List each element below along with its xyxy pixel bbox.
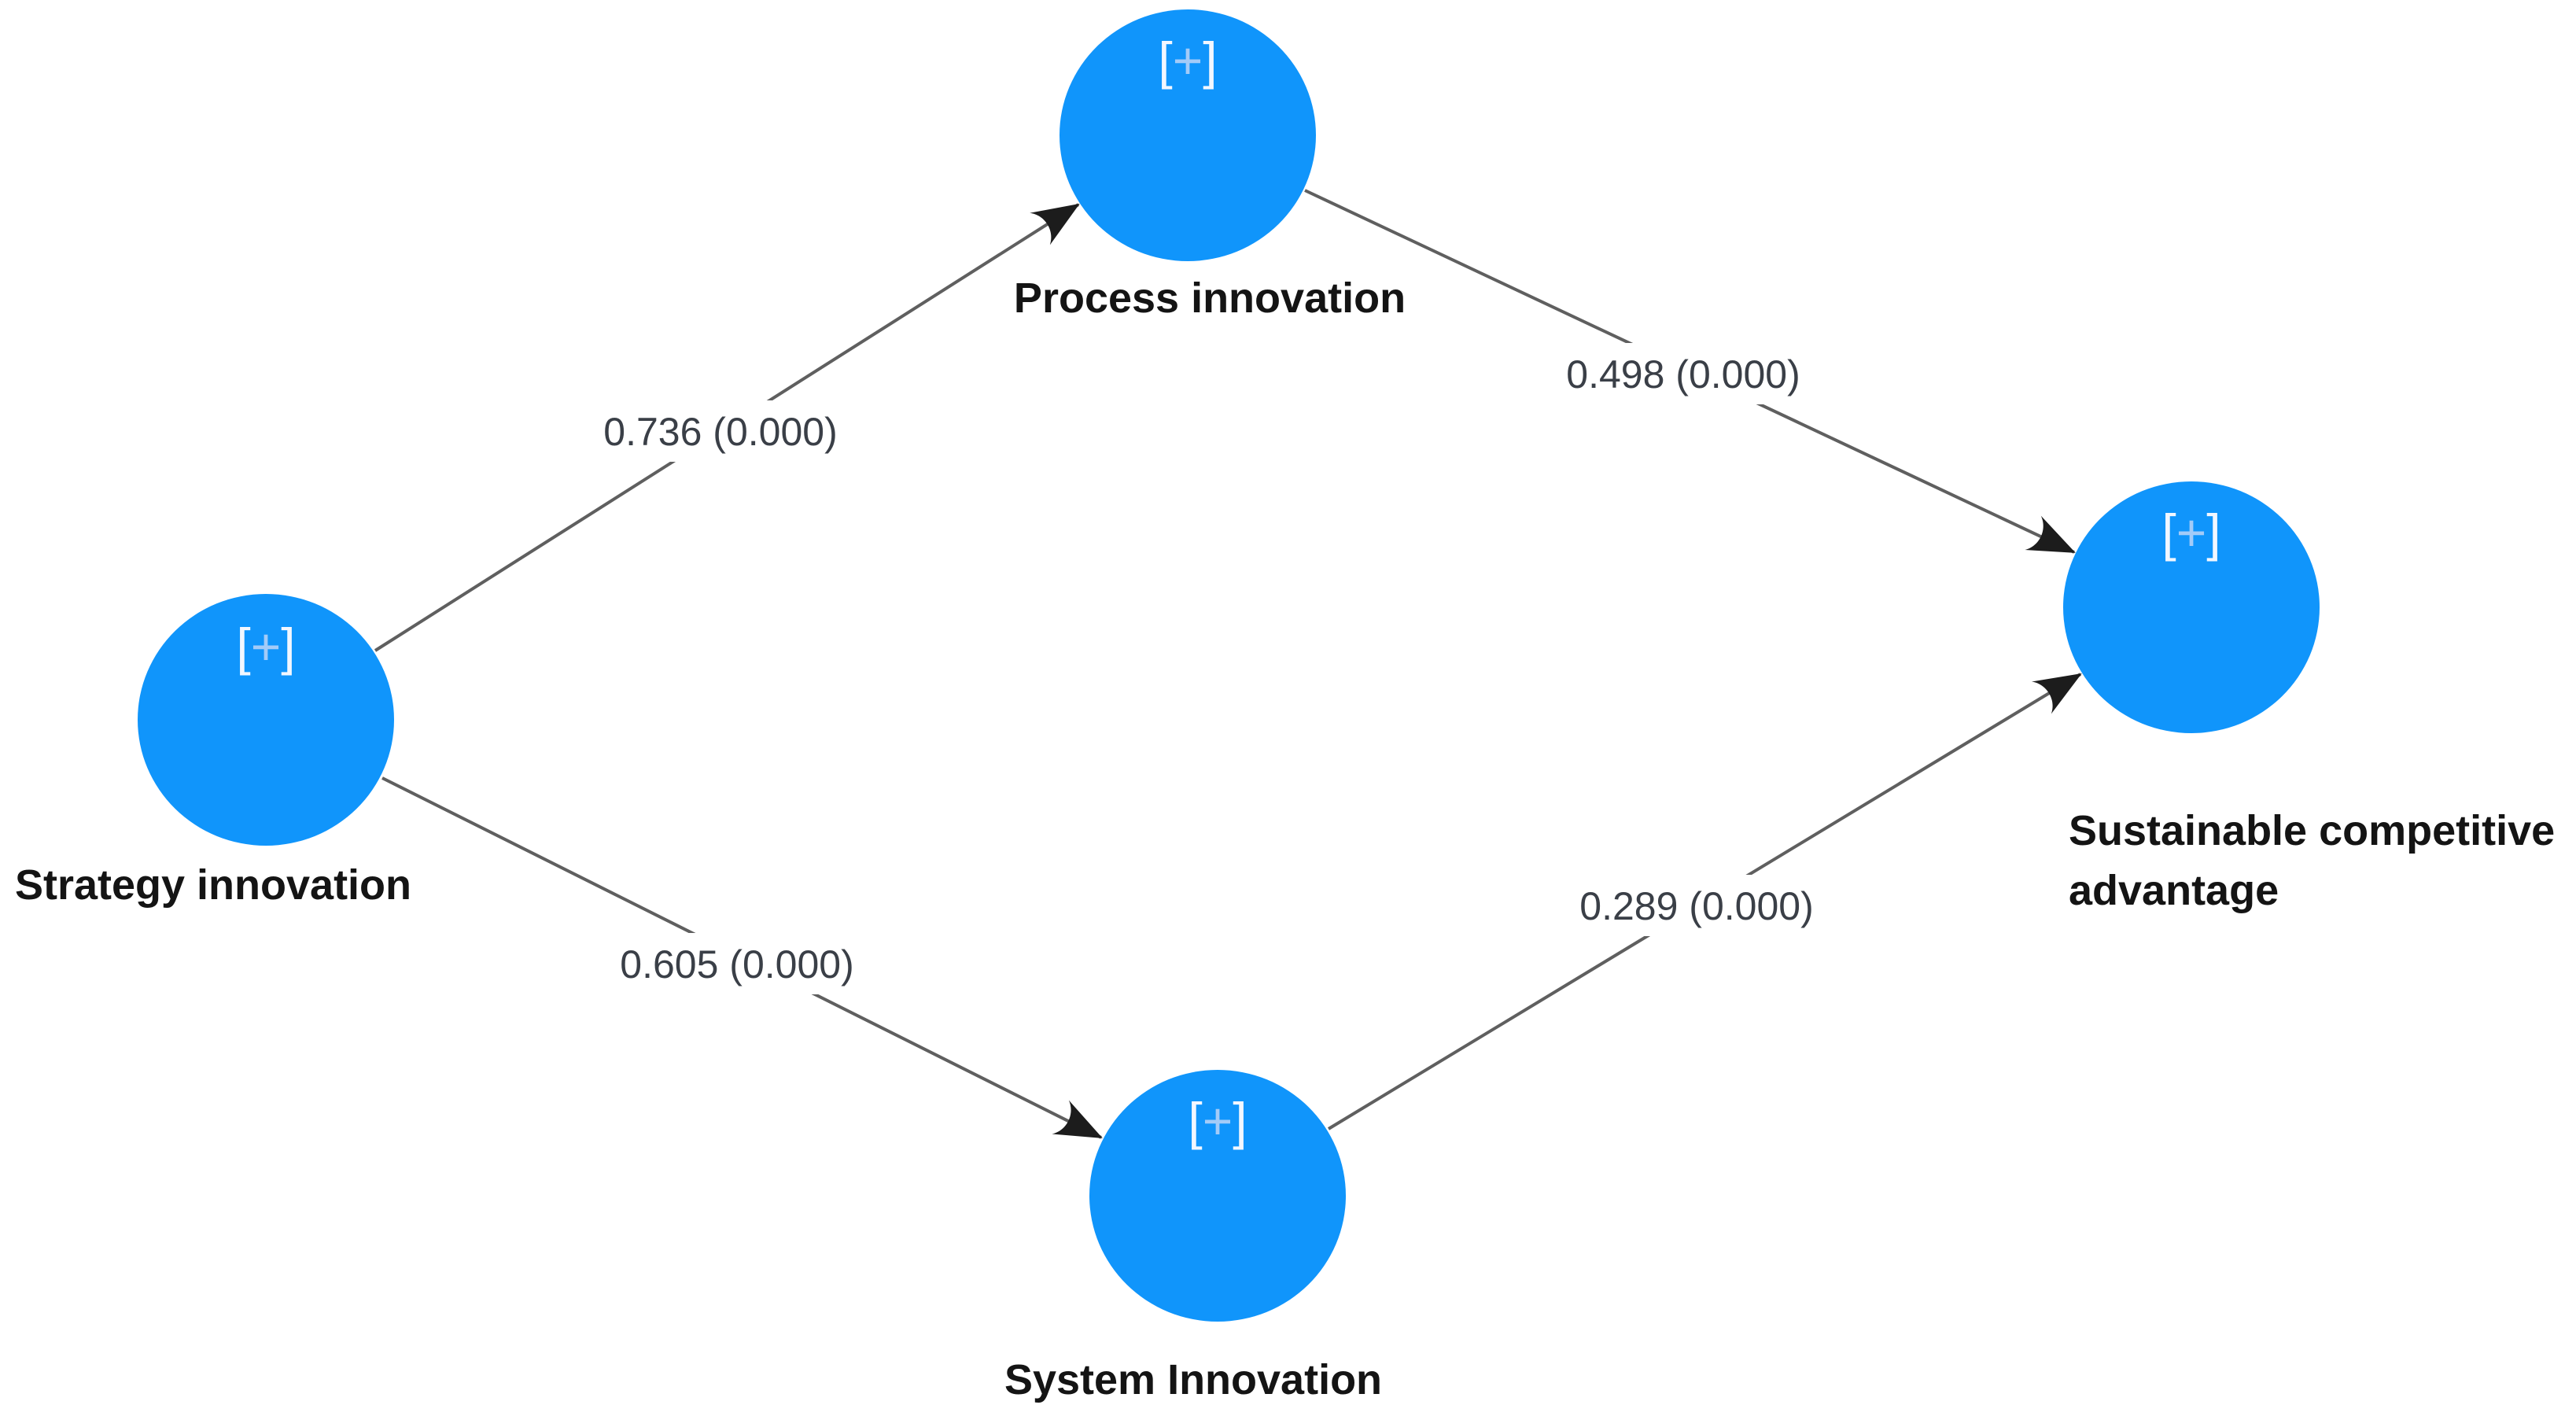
badge-close-bracket: ] — [2206, 503, 2220, 562]
node-sustainable-competitive-advantage[interactable] — [2063, 481, 2320, 733]
badge-close-bracket: ] — [1203, 31, 1217, 90]
indicator-expand-badge[interactable]: [+] — [1188, 1092, 1247, 1150]
path-coefficient-strategy-system[interactable]: 0.605 (0.000) — [620, 942, 853, 986]
node-sustainable-competitive-advantage-group: [+] Sustainable competitive advantage — [2063, 481, 2555, 914]
badge-close-bracket: ] — [1233, 1092, 1247, 1150]
node-label-sustainable-competitive-line2: advantage — [2069, 867, 2279, 914]
node-process-innovation-group: [+] Process innovation — [1014, 9, 1406, 322]
badge-open-bracket: [ — [236, 618, 250, 676]
badge-plus-sign: + — [2176, 503, 2207, 562]
node-strategy-innovation[interactable] — [138, 594, 394, 846]
node-label-system-innovation: System Innovation — [1004, 1356, 1382, 1403]
indicator-expand-badge[interactable]: [+] — [236, 618, 295, 676]
node-label-sustainable-competitive-line1: Sustainable competitive — [2069, 807, 2555, 854]
path-coefficient-process-advantage[interactable]: 0.498 (0.000) — [1566, 352, 1800, 396]
badge-plus-sign: + — [1203, 1092, 1233, 1150]
edge-label-background — [1559, 875, 1834, 936]
path-coefficient-system-advantage[interactable]: 0.289 (0.000) — [1579, 884, 1813, 928]
node-process-innovation[interactable] — [1060, 9, 1316, 261]
node-strategy-innovation-group: [+] Strategy innovation — [15, 594, 411, 909]
badge-plus-sign: + — [1173, 31, 1203, 90]
path-arrows-layer — [374, 189, 2082, 1139]
edge-label-background — [1546, 343, 1821, 404]
node-system-innovation[interactable] — [1089, 1070, 1346, 1322]
edge-label-background — [583, 400, 858, 462]
badge-close-bracket: ] — [281, 618, 295, 676]
path-coefficient-strategy-process[interactable]: 0.736 (0.000) — [603, 410, 837, 454]
badge-open-bracket: [ — [2161, 503, 2176, 562]
path-coefficients-layer: 0.736 (0.000) 0.605 (0.000) 0.498 (0.000… — [583, 343, 1834, 994]
node-system-innovation-group: [+] System Innovation — [1004, 1070, 1382, 1403]
badge-plus-sign: + — [251, 618, 282, 676]
node-label-strategy-innovation: Strategy innovation — [15, 861, 411, 909]
badge-open-bracket: [ — [1158, 31, 1172, 90]
badge-open-bracket: [ — [1188, 1092, 1202, 1150]
edge-label-background — [599, 933, 875, 994]
indicator-expand-badge[interactable]: [+] — [2161, 503, 2220, 562]
indicator-expand-badge[interactable]: [+] — [1158, 31, 1217, 90]
node-label-process-innovation: Process innovation — [1014, 275, 1406, 322]
